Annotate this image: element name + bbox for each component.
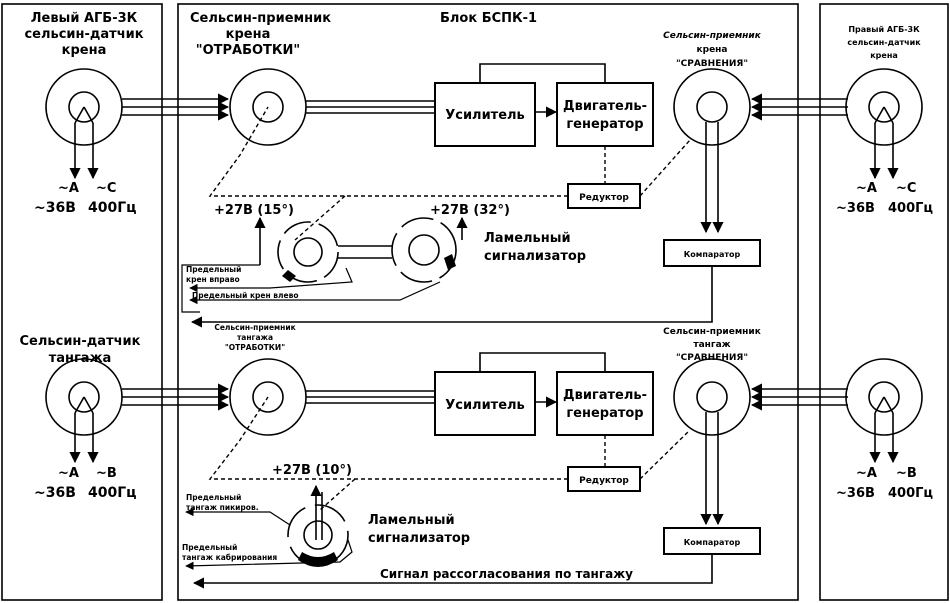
roll-receiver-compare-line1: Сельсин-приемник [663, 31, 762, 41]
roll-receiver-compare: Сельсин-приемник крена "СРАВНЕНИЯ" [663, 31, 762, 234]
motor-bottom-label-1: Двигатель- [563, 388, 647, 403]
reducer-bottom-label: Редуктор [579, 476, 629, 486]
lamella-top-line2: сигнализатор [484, 249, 586, 264]
amplifier-bottom-box [434, 371, 536, 436]
left-pitch-freq: 400Гц [88, 485, 137, 501]
limit-right-line1: Предельный [186, 265, 241, 274]
limit-climb-line1: Предельный [182, 543, 237, 552]
reducer-top-label: Редуктор [579, 193, 629, 203]
left-roll-signal-lines [122, 93, 230, 121]
pitch-receiver-work: Сельсин-приемник тангажа "ОТРАБОТКИ" [214, 323, 307, 436]
comparator-bottom-label: Компаратор [684, 538, 741, 547]
pitch-receiver-compare: Сельсин-приемник тангаж "СРАВНЕНИЯ" [663, 327, 761, 526]
amplifier-top-label: Усилитель [445, 108, 525, 123]
left-pitch-phase-a: ~A [58, 466, 79, 481]
limit-dive-line1: Предельный [186, 493, 241, 502]
right-panel-frame [819, 3, 949, 601]
pitch-receiver-compare-line3: "СРАВНЕНИЯ" [676, 353, 748, 363]
left-roll-synchro-sensor: Левый АГБ-3К сельсин-датчик крена ~A ~C … [24, 11, 143, 216]
roll-receiver-work-line1: Сельсин-приемник [190, 11, 331, 26]
mismatch-signal-label: Сигнал рассогласования по тангажу [380, 567, 633, 581]
roll-lamella-disks [181, 216, 468, 313]
left-pitch-synchro-sensor: Сельсин-датчик тангажа ~A ~B ~36В 400Гц [20, 334, 141, 501]
block-title: Блок БСПК-1 [440, 11, 537, 26]
left-pitch-title-line1: Сельсин-датчик [20, 334, 141, 349]
pitch-lamella-disk [185, 484, 353, 571]
amplifier-bottom-label: Усилитель [445, 398, 525, 413]
plus27-10: +27В (10°) [272, 463, 352, 478]
roll-receiver-work-line2: крена [226, 27, 271, 42]
pitch-receiver-work-line1: Сельсин-приемник [214, 323, 295, 332]
right-roll-title-line2: сельсин-датчик [847, 38, 921, 47]
roll-receiver-work: Сельсин-приемник крена "ОТРАБОТКИ" [190, 11, 331, 146]
left-pitch-voltage: ~36В [34, 485, 76, 501]
center-panel-frame [177, 3, 799, 601]
roll-receiver-compare-line3: "СРАВНЕНИЯ" [676, 59, 748, 69]
limit-right-line2: крен вправо [186, 275, 240, 284]
motor-bottom-label-2: генератор [566, 406, 643, 421]
motor-bottom-box [556, 371, 654, 436]
limit-climb-line2: тангаж кабрирования [182, 553, 277, 562]
roll-receiver-compare-line2: крена [697, 45, 728, 55]
limit-left: Предельный крен влево [192, 291, 299, 300]
left-panel-frame [1, 3, 163, 601]
left-roll-freq: 400Гц [88, 200, 137, 216]
motor-top-label-1: Двигатель- [563, 99, 647, 114]
right-roll-title-line3: крена [870, 51, 898, 60]
motor-top-label-2: генератор [566, 117, 643, 132]
roll-receiver-work-line3: "ОТРАБОТКИ" [196, 43, 300, 58]
left-roll-phase-a: ~A [58, 181, 79, 196]
right-pitch-phase-a: ~A [856, 466, 877, 481]
left-roll-voltage: ~36В [34, 200, 76, 216]
motor-top-box [556, 82, 654, 147]
right-roll-voltage: ~36В [836, 201, 875, 216]
pitch-link-lines [306, 390, 434, 404]
plus27-32: +27В (32°) [430, 203, 510, 218]
lamella-top-line1: Ламельный [484, 231, 571, 246]
roll-link-lines [306, 100, 434, 114]
right-roll-synchro-sensor: Правый АГБ-3К сельсин-датчик крена ~A ~C… [836, 25, 933, 216]
pitch-receiver-work-line3: "ОТРАБОТКИ" [225, 343, 285, 352]
right-roll-freq: 400Гц [888, 201, 933, 216]
amplifier-top-box [434, 82, 536, 147]
right-roll-phase-a: ~A [856, 181, 877, 196]
plus27-15: +27В (15°) [214, 203, 294, 218]
lamella-bottom-line2: сигнализатор [368, 531, 470, 546]
right-roll-phase-c: ~C [896, 181, 916, 196]
left-roll-title-line1: Левый АГБ-3К [31, 11, 138, 26]
reducer-top-box [567, 183, 641, 209]
lamella-bottom-line1: Ламельный [368, 513, 455, 528]
left-roll-phase-c: ~C [96, 181, 116, 196]
left-roll-title-line3: крена [62, 43, 107, 58]
limit-dive-line2: тангаж пикиров. [186, 503, 259, 512]
right-pitch-synchro-sensor: ~A ~B ~36В 400Гц [836, 358, 933, 501]
right-roll-title-line1: Правый АГБ-3К [848, 25, 920, 34]
pitch-receiver-compare-line2: тангаж [693, 340, 730, 350]
pitch-receiver-work-line2: тангажа [237, 333, 273, 342]
comparator-top-box [663, 239, 761, 267]
right-pitch-freq: 400Гц [888, 486, 933, 501]
right-pitch-phase-b: ~B [896, 466, 917, 481]
pitch-receiver-compare-line1: Сельсин-приемник [663, 327, 761, 337]
comparator-top-label: Компаратор [684, 250, 741, 259]
right-pitch-voltage: ~36В [836, 486, 875, 501]
left-roll-title-line2: сельсин-датчик [24, 27, 143, 42]
right-roll-signal-lines [750, 93, 848, 121]
right-pitch-signal-lines [750, 383, 848, 411]
left-pitch-phase-b: ~B [96, 466, 117, 481]
left-pitch-signal-lines [122, 383, 230, 411]
